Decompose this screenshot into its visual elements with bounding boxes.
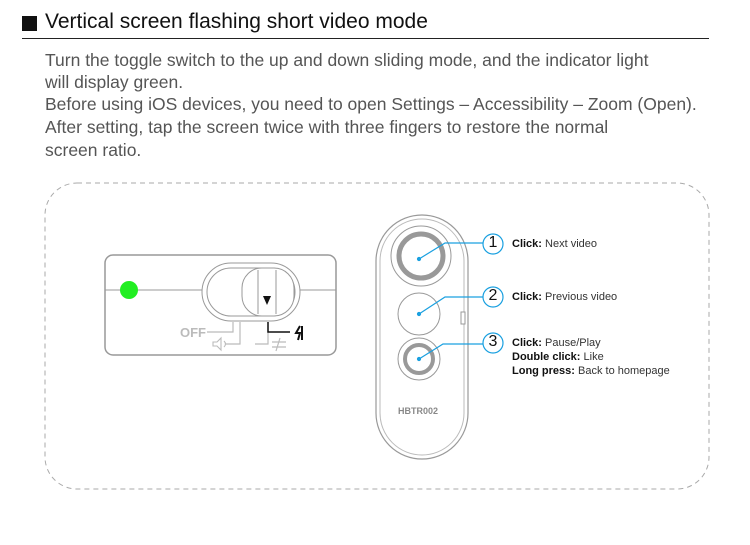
- toggle-switch-panel: [104, 254, 337, 356]
- section-heading: Vertical screen flashing short video mod…: [45, 10, 428, 33]
- heading-underline: [22, 38, 709, 39]
- callout-2-text: Click: Previous video: [512, 291, 618, 303]
- instruction-line: Before using iOS devices, you need to op…: [45, 94, 697, 114]
- instruction-line: will display green.: [45, 72, 184, 92]
- callout-number: 2: [488, 287, 498, 304]
- remote-device: [375, 214, 469, 460]
- off-label: OFF: [180, 325, 206, 340]
- indicator-light: [120, 281, 138, 299]
- callout-1-text: Click: Next video: [512, 238, 597, 250]
- dashed-frame: [44, 182, 710, 490]
- callout-3-text: Click: Pause/Play Double click: Like Lon…: [512, 337, 670, 377]
- callout-number: 1: [488, 234, 498, 251]
- model-label: HBTR002: [398, 406, 439, 416]
- instruction-line: After setting, tap the screen twice with…: [45, 117, 609, 137]
- instruction-line: screen ratio.: [45, 140, 142, 160]
- callout-lines: [416, 233, 504, 362]
- slider-knob: [241, 267, 295, 317]
- heading-bullet: [22, 16, 37, 31]
- callout-number: 3: [488, 333, 498, 350]
- instruction-line: Turn the toggle switch to the up and dow…: [45, 50, 649, 70]
